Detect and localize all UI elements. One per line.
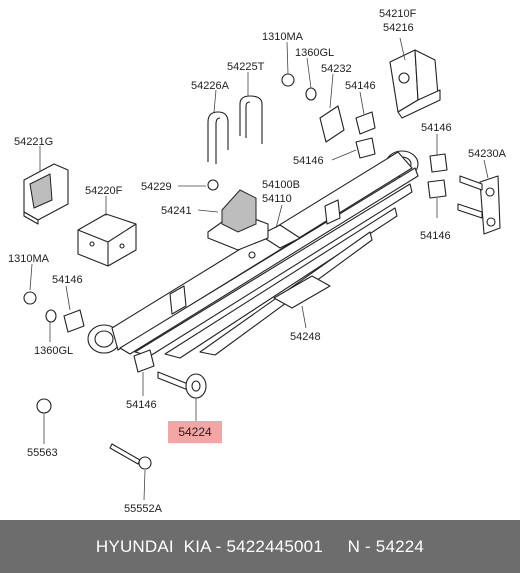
label-54146-b: 54146 [421, 122, 452, 134]
label-1310MA-left: 1310MA [8, 253, 50, 265]
label-54146-d: 54146 [420, 230, 451, 242]
leaf-spring-assembly [87, 150, 419, 359]
label-54241: 54241 [161, 205, 192, 217]
label-55563: 55563 [27, 447, 58, 459]
label-54220F: 54220F [85, 185, 123, 197]
highlighted-part-label-54224[interactable]: 54224 [168, 421, 222, 443]
label-54225T: 54225T [227, 61, 265, 73]
axle-pad-block [77, 213, 137, 267]
label-54146-e: 54146 [52, 274, 83, 286]
bushing-lower [133, 349, 155, 373]
nut-55563 [36, 398, 52, 414]
label-54232: 54232 [321, 63, 352, 75]
bushing-left [63, 309, 85, 333]
bushings-right [355, 111, 448, 199]
label-1360GL-left: 1360GL [34, 345, 73, 357]
label-54216: 54216 [383, 22, 414, 34]
label-1360GL-top: 1360GL [295, 47, 334, 59]
label-54230A: 54230A [468, 148, 507, 160]
label-54100B: 54100B [262, 179, 300, 191]
nut-washer-top [281, 73, 317, 101]
nut-washer-left [23, 291, 57, 323]
spring-seat [207, 189, 269, 251]
label-54229: 54229 [141, 181, 172, 193]
u-bolts [207, 95, 263, 164]
label-54248: 54248 [290, 331, 321, 343]
label-55552A: 55552A [124, 503, 163, 515]
footer-part-number-bar: HYUNDAI KIA - 5422445001 N - 54224 [0, 520, 520, 573]
label-54210F: 54210F [379, 8, 417, 20]
leader-lines [29, 37, 489, 501]
bolt-55552A [109, 443, 152, 470]
label-54110: 54110 [262, 193, 292, 205]
label-54146-f: 54146 [126, 399, 157, 411]
label-54146-a: 54146 [345, 80, 376, 92]
label-1310MA-top: 1310MA [262, 31, 304, 43]
shackle [457, 175, 501, 235]
shackle-plate [319, 105, 345, 143]
nut-54229 [207, 179, 219, 191]
label-54146-c: 54146 [293, 155, 324, 167]
spring-pin-54224 [157, 371, 207, 399]
rear-hanger-bracket [23, 163, 69, 225]
front-hanger-bracket [389, 49, 441, 119]
label-54226A: 54226A [191, 80, 230, 92]
label-54221G: 54221G [14, 136, 53, 148]
plate-54248 [273, 275, 331, 309]
footer-text: HYUNDAI KIA - 5422445001 N - 54224 [95, 536, 425, 556]
parts-diagram: 54210F 54216 1310MA 1360GL 54225T 54232 … [8, 8, 507, 515]
